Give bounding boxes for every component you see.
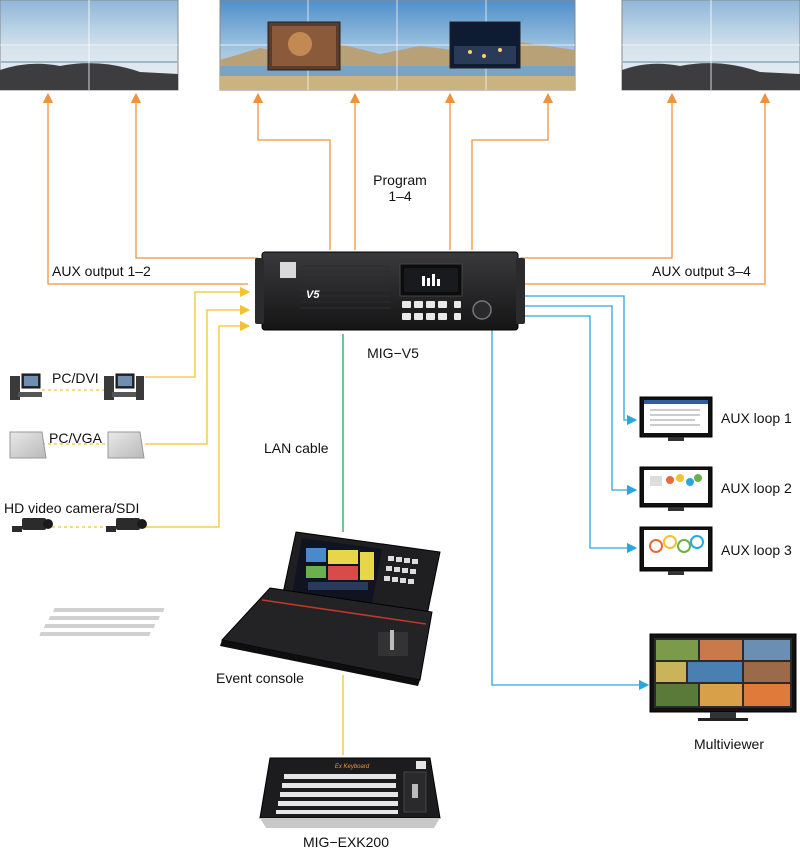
aux-loop-2-label: AUX loop 2 — [721, 480, 792, 496]
processor-device — [255, 251, 525, 331]
aux-screen-left — [0, 0, 179, 91]
event-console-device — [39, 531, 441, 686]
loop-connections — [491, 295, 650, 691]
lan-cable-label: LAN cable — [264, 440, 329, 456]
camera-source — [12, 518, 147, 532]
aux-output-right-label: AUX output 3–4 — [652, 263, 751, 279]
aux-screen-right — [621, 0, 800, 91]
aux-output-left-label: AUX output 1–2 — [52, 263, 151, 279]
processor-model-label: MIG−V5 — [367, 345, 419, 361]
multiviewer-monitor — [649, 633, 797, 721]
aux-loop-1-label: AUX loop 1 — [721, 410, 792, 426]
aux-loop-3-monitor — [639, 526, 713, 575]
camera-label: HD video camera/SDI — [4, 500, 140, 516]
ex-keyboard-device — [259, 757, 441, 828]
program-range-label: 1–4 — [388, 188, 412, 204]
multiviewer-label: Multiviewer — [693, 736, 765, 752]
keyboard-model-label: MIG−EXK200 — [303, 834, 389, 850]
output-connections — [42, 92, 771, 285]
pc-dvi-label: PC/DVI — [52, 370, 99, 386]
brand-logo-icon — [280, 262, 296, 278]
aux-loop-1-monitor — [639, 396, 713, 441]
program-label: Program — [373, 172, 427, 188]
input-connections — [42, 286, 344, 755]
pc-vga-label: PC/VGA — [49, 430, 102, 446]
program-screen — [219, 0, 576, 91]
keyboard-brand-text: Ex Keyboard — [335, 764, 370, 770]
aux-loop-3-label: AUX loop 3 — [721, 542, 792, 558]
event-console-label: Event console — [216, 670, 304, 686]
aux-loop-2-monitor — [639, 466, 713, 511]
pc-vga-source — [9, 431, 145, 459]
front-panel-logo: V5 — [306, 289, 320, 301]
jog-knob — [472, 300, 492, 320]
pc-dvi-source — [10, 373, 144, 400]
